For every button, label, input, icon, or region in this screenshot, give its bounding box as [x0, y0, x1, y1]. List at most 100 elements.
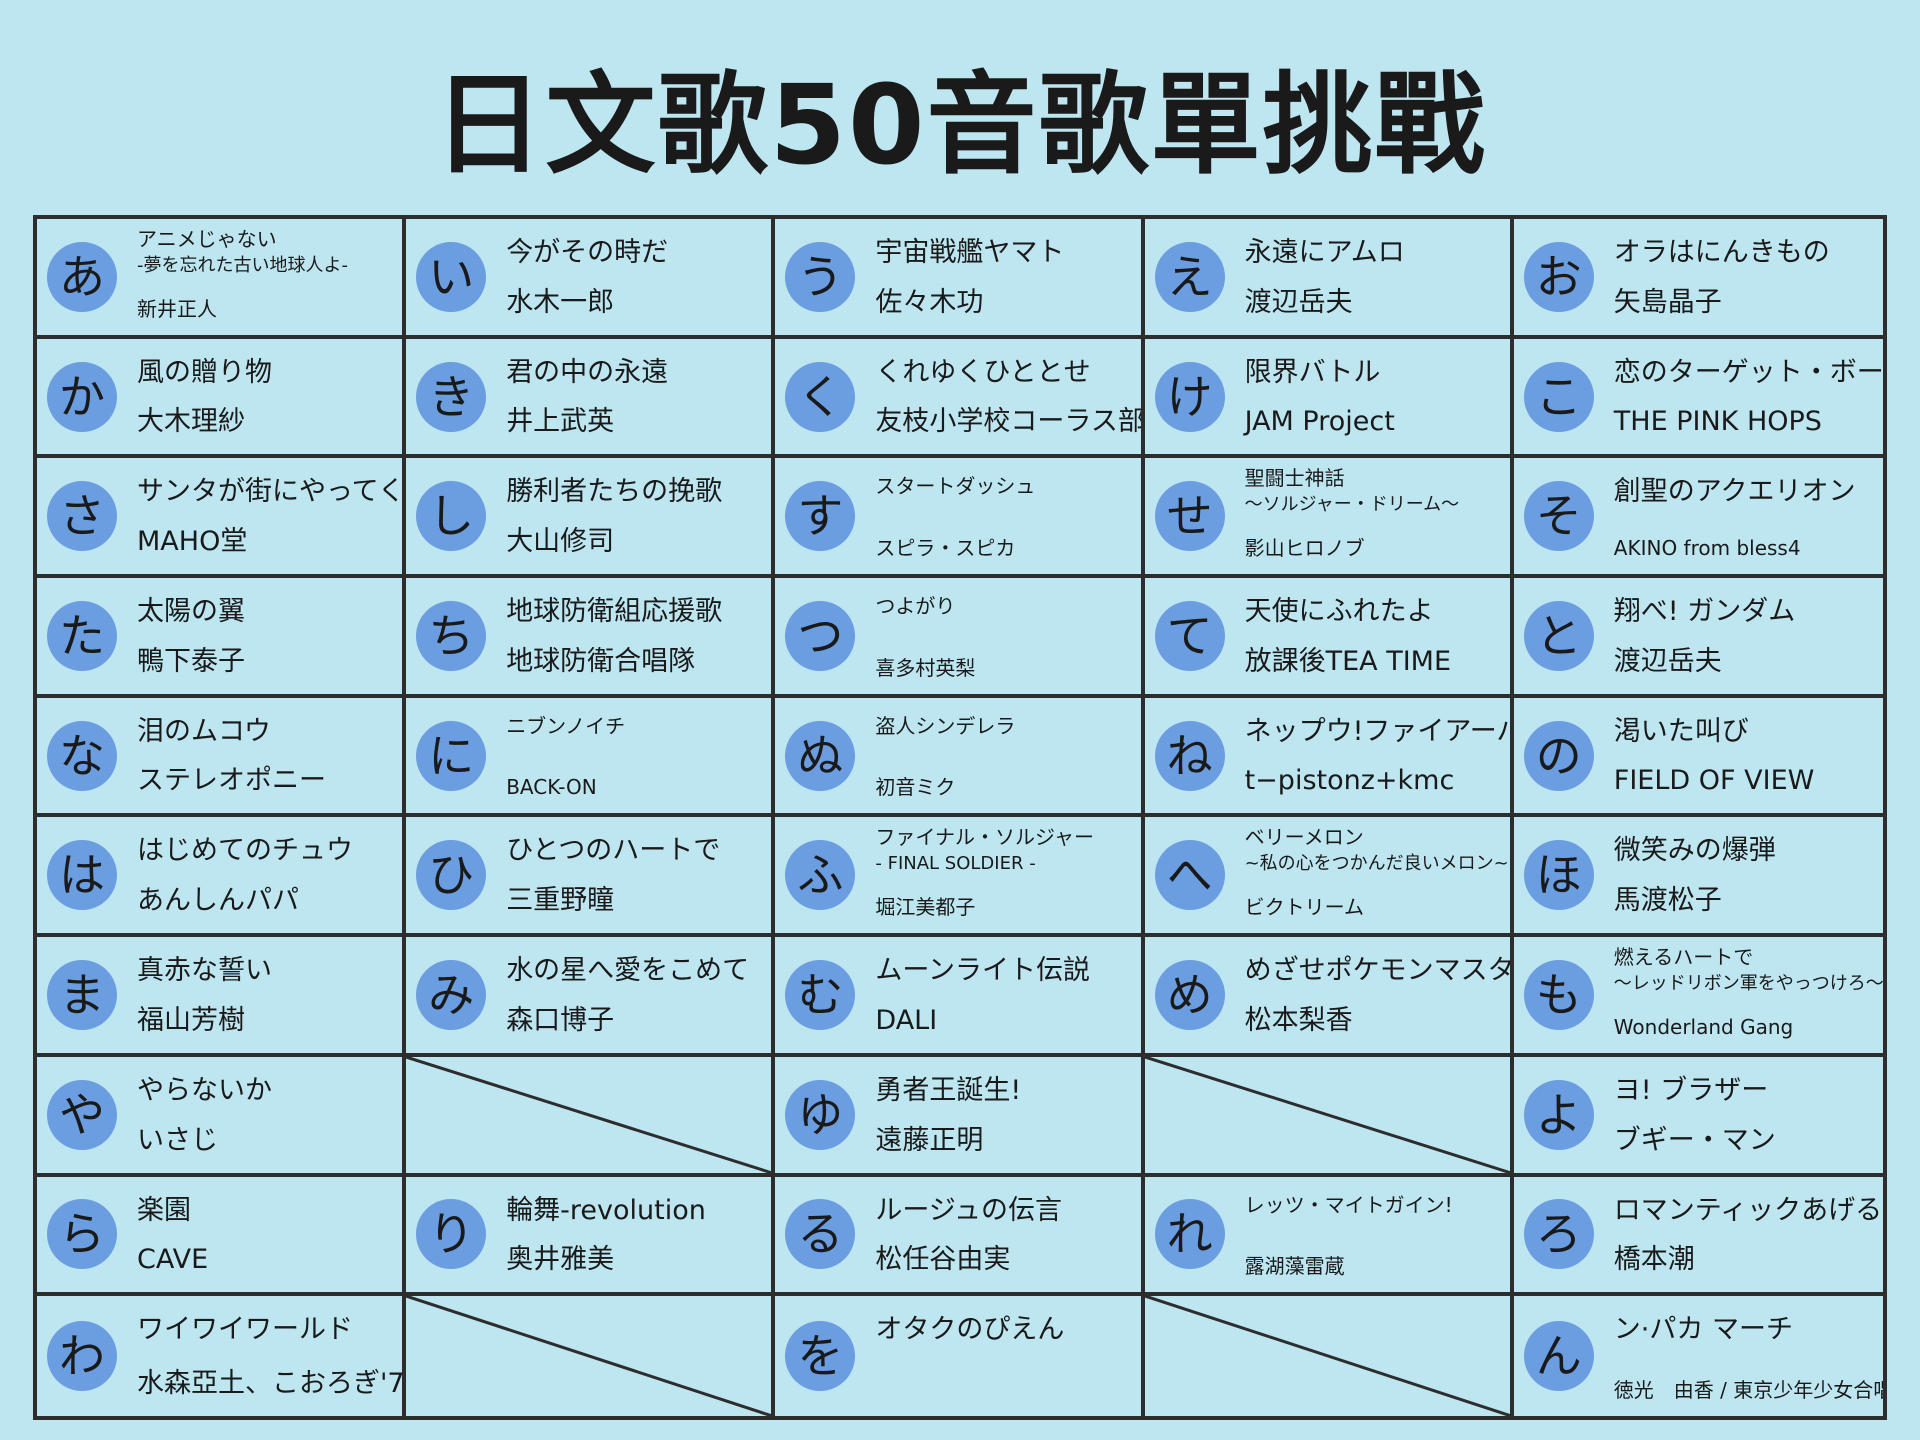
kana-badge: え	[1154, 241, 1225, 312]
song-title: ネップウ!ファイアーバード２号	[1244, 715, 1514, 747]
kana-badge: う	[785, 241, 856, 312]
kana-badge: の	[1523, 720, 1594, 791]
song-title: ムーンライト伝説	[875, 955, 1091, 987]
artist-name: 影山ヒロノブ	[1244, 536, 1365, 561]
artist-name: 喜多村英梨	[875, 655, 976, 680]
song-title: くれゆくひととせ	[875, 356, 1091, 388]
song-cell: ややらないかいさじ	[37, 1056, 407, 1177]
artist-name: MAHO堂	[137, 526, 248, 558]
song-cell: れレッツ・マイトガイン!露湖藻雷蔵	[1144, 1176, 1514, 1297]
kana-badge: た	[47, 600, 117, 671]
kana-badge: ろ	[1523, 1199, 1594, 1270]
song-title: 盗人シンデレラ	[875, 713, 1016, 738]
song-cell: ゆ勇者王誕生!遠藤正明	[775, 1056, 1145, 1177]
song-title: ヨ! ブラザー	[1613, 1074, 1769, 1106]
song-title: ロマンティックあげるよ	[1613, 1194, 1883, 1226]
artist-name: 徳光 由香 / 東京少年少女合唱団	[1613, 1377, 1883, 1402]
song-title: 勇者王誕生!	[875, 1074, 1022, 1106]
song-title: 水の星へ愛をこめて	[506, 955, 750, 987]
artist-name: THE PINK HOPS	[1613, 406, 1822, 438]
kana-badge: む	[785, 960, 856, 1031]
song-grid: あアニメじゃない-夢を忘れた古い地球人よ-新井正人い今がその時だ水木一郎う宇宙戦…	[33, 215, 1887, 1420]
song-title: 聖闘士神話～ソルジャー・ドリーム～	[1245, 464, 1506, 518]
kana-badge: へ	[1154, 840, 1225, 911]
song-title: 微笑みの爆弾	[1613, 835, 1776, 867]
artist-name: あんしんパパ	[137, 885, 299, 917]
artist-name: 松本梨香	[1244, 1004, 1353, 1036]
artist-name: 三重野瞳	[506, 885, 615, 917]
song-cell: めめざせポケモンマスター松本梨香	[1144, 937, 1514, 1057]
artist-name: 松任谷由実	[875, 1244, 1011, 1276]
artist-name: 堀江美都子	[875, 895, 976, 920]
kana-badge: ひ	[416, 840, 487, 911]
song-title: 君の中の永遠	[506, 356, 669, 388]
song-title-line2: - FINAL SOLDIER -	[875, 853, 1036, 875]
artist-name: ブギー・マン	[1613, 1124, 1776, 1156]
kana-badge: は	[47, 840, 117, 911]
song-cell: ははじめてのチュウあんしんパパ	[37, 817, 407, 938]
artist-name: 地球防衛合唱隊	[506, 645, 696, 677]
kana-badge: く	[785, 361, 856, 432]
diagonal-slash	[406, 1296, 771, 1416]
artist-name: 福山芳樹	[137, 1004, 245, 1036]
song-cell: わワイワイワールド水森亞土、こおろぎ'73	[37, 1296, 407, 1416]
song-title-line1: 燃えるハートで	[1613, 945, 1754, 970]
song-title: やらないか	[137, 1074, 272, 1106]
kana-badge: わ	[47, 1321, 117, 1392]
song-cell: え永遠にアムロ渡辺岳夫	[1144, 219, 1514, 339]
kana-badge: あ	[47, 241, 117, 312]
artist-name: 馬渡松子	[1613, 885, 1722, 917]
artist-name: 大山修司	[506, 526, 615, 558]
song-title-line1: 聖闘士神話	[1244, 466, 1345, 491]
song-title: ワイワイワールド	[137, 1314, 353, 1346]
kana-badge: お	[1523, 241, 1594, 312]
artist-name: 渡辺岳夫	[1244, 286, 1353, 318]
empty-cell	[1145, 1296, 1514, 1416]
song-title: 翔べ! ガンダム	[1613, 596, 1796, 628]
kana-badge: や	[47, 1079, 117, 1150]
artist-name: 奥井雅美	[506, 1244, 615, 1276]
artist-name: 橋本潮	[1613, 1244, 1695, 1276]
song-title-line2: ～レッドリボン軍をやっつけろ～	[1613, 973, 1883, 995]
kana-badge: を	[785, 1321, 856, 1392]
song-title: 太陽の翼	[137, 596, 245, 628]
kana-badge: ん	[1523, 1321, 1594, 1392]
song-cell: て天使にふれたよ放課後TEA TIME	[1144, 578, 1514, 698]
artist-name: 遠藤正明	[875, 1124, 984, 1156]
artist-name: 初音ミク	[875, 775, 956, 800]
artist-name: ビクトリーム	[1244, 895, 1364, 920]
song-title: オラはにんきもの	[1613, 237, 1830, 268]
song-cell: ふファイナル・ソルジャー- FINAL SOLDIER -堀江美都子	[775, 817, 1145, 938]
song-cell: い今がその時だ水木一郎	[406, 219, 776, 339]
artist-name: 大木理紗	[137, 406, 245, 438]
song-title: 楽園	[137, 1194, 191, 1226]
artist-name: CAVE	[137, 1244, 209, 1276]
song-cell: ぬ盗人シンデレラ初音ミク	[775, 697, 1145, 818]
song-title: ニブンノイチ	[506, 713, 626, 738]
song-cell: あアニメじゃない-夢を忘れた古い地球人よ-新井正人	[37, 219, 407, 339]
artist-name: AKINO from bless4	[1613, 536, 1801, 561]
song-title: 恋のターゲット・ボーイ	[1613, 356, 1883, 388]
song-title: ひとつのハートで	[506, 835, 721, 867]
song-title: はじめてのチュウ	[137, 835, 353, 867]
kana-badge: め	[1154, 960, 1225, 1031]
kana-badge: つ	[785, 600, 856, 671]
kana-badge: ね	[1154, 720, 1225, 791]
artist-name: 佐々木功	[875, 286, 984, 318]
artist-name: Wonderland Gang	[1613, 1014, 1794, 1039]
kana-badge: み	[416, 960, 487, 1031]
song-cell: う宇宙戦艦ヤマト佐々木功	[775, 219, 1145, 339]
song-title: ファイナル・ソルジャー- FINAL SOLDIER -	[875, 823, 1136, 877]
song-title: 永遠にアムロ	[1244, 237, 1405, 268]
song-title-line1: ベリーメロン	[1244, 825, 1364, 850]
song-cell: ろロマンティックあげるよ橋本潮	[1513, 1177, 1883, 1297]
kana-badge: よ	[1523, 1079, 1594, 1150]
song-title: ルージュの伝言	[875, 1194, 1062, 1226]
artist-name: 井上武英	[506, 406, 615, 438]
